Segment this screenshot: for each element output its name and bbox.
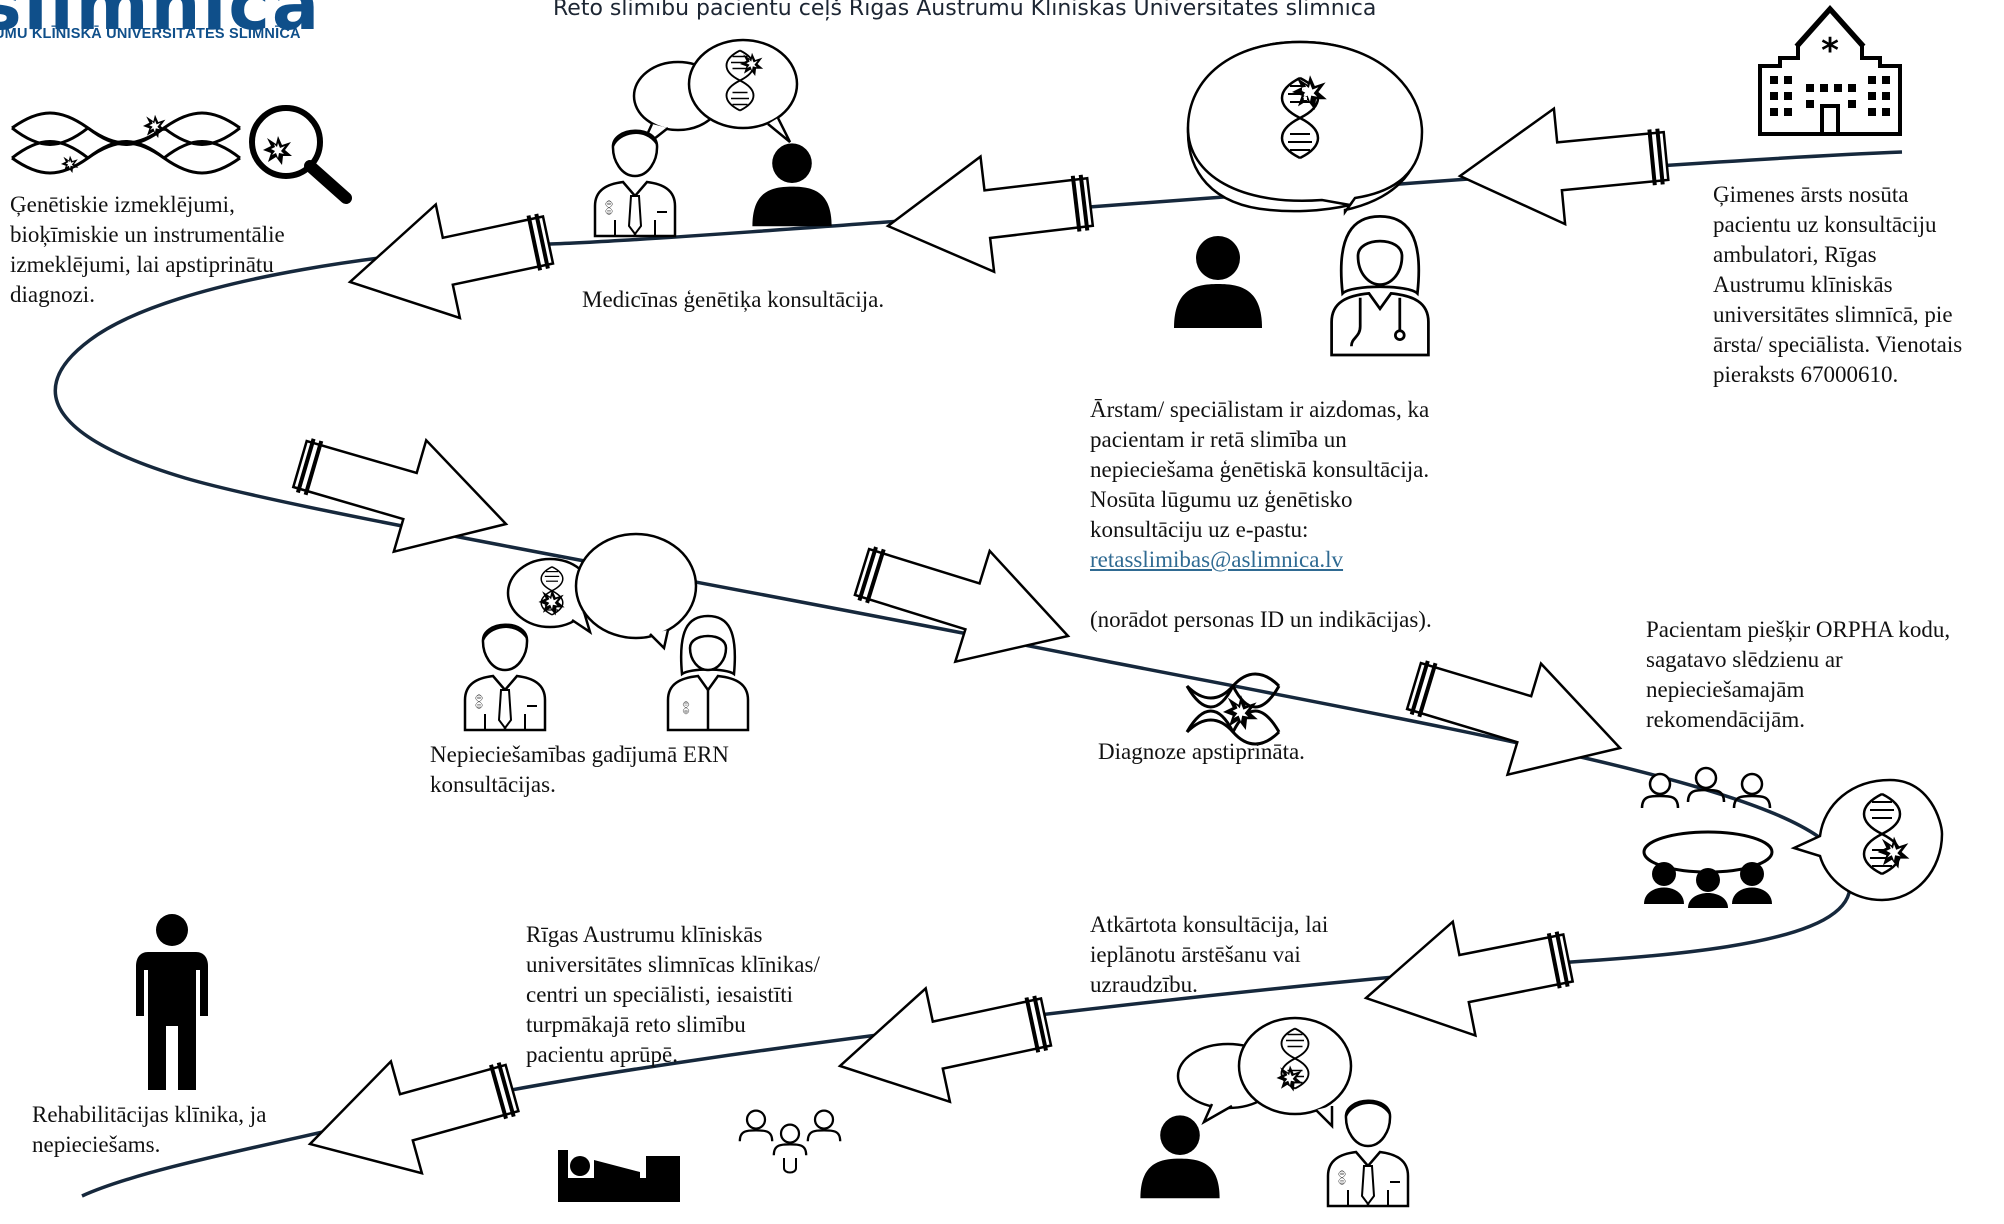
arrow-tail-band [1655,128,1665,185]
arrow-tail-band [1024,997,1041,1053]
dna-magnifier-icon [11,105,352,204]
pathway-arrow [1405,661,1623,777]
step-specialist-text: Ārstam/ speciālistam ir aizdomas, ka pac… [1090,365,1432,665]
arrow-tail-band [857,546,878,602]
step-ern-text: Nepieciešamības gadījumā ERN konsultācij… [430,742,729,797]
step-diagnosis-text: Diagnoze apstiprināta. [1098,739,1305,764]
step-rehab-text: Rehabilitācijas klīnika, ja nepieciešams… [32,1102,267,1157]
female-doctor-icon [1330,215,1430,357]
care-team-icon [738,1109,842,1174]
pathway-arrow [347,202,555,320]
arrow-tail-band [303,440,324,496]
pathway-arrow [837,986,1053,1104]
arrow-tail-band [295,438,316,494]
step-family-doctor-text: Ģimenes ārsts nosūta pacientu uz konsult… [1713,182,1963,387]
pathway-arrow [291,437,509,554]
team-meeting-icon [1640,766,1774,908]
pathway-arrow [1363,919,1575,1038]
diagram-title: Reto slimību pacientu ceļš Rīgas Austrum… [553,0,1377,21]
specialist-note: (norādot personas ID un indikācijas). [1090,607,1432,632]
standing-person-icon [136,914,208,1090]
step-investigations-text: Ģenētiskie izmeklējumi, bioķīmiskie un i… [10,192,285,307]
pathway-arrow [1457,106,1670,227]
patient-silhouette-icon [1174,236,1262,328]
hospital-icon: * [1758,5,1902,136]
svg-text:*: * [1821,31,1839,71]
dna-speech-icon [1790,778,1944,902]
step-repeat-consult-text: Atkārtota konsultācija, lai ieplānotu ār… [1090,912,1329,997]
dna-question-speech-icon: ? [1186,40,1424,216]
arrow-tail-band [1546,932,1562,989]
patient-doctor-speech-icon [1140,1016,1408,1206]
hospital-logo-subtitle: UMU KLĪNISKĀ UNIVERSITĀTES SLIMNĪCA [0,26,301,42]
arrow-tail-band [1417,662,1438,718]
hospital-bed-icon [558,1150,680,1202]
arrow-tail-band [526,215,543,271]
arrow-tail-band [1070,175,1082,232]
hospital-logo-text: slimnīca [0,0,322,46]
arrow-tail-band [496,1062,516,1118]
arrow-tail-band [1032,995,1048,1052]
pathway-arrow [853,547,1071,664]
step-clinics-text: Rīgas Austrumu klīniskās universitātes s… [526,922,820,1067]
doctor-patient-speech-icon [595,38,832,236]
dna-mutation-icon [1185,672,1281,746]
arrow-tail-band [1647,129,1657,186]
arrow-tail-band [534,213,550,270]
arrow-tail-band [489,1064,508,1120]
doctors-consultation-icon [465,532,748,730]
email-link[interactable]: retasslimibas@aslimnica.lv [1090,547,1344,572]
pathway-arrow [885,154,1095,274]
specialist-description: Ārstam/ speciālistam ir aizdomas, ka pac… [1090,397,1430,542]
step-orpha-text: Pacientam piešķir ORPHA kodu, sagatavo s… [1646,617,1951,732]
svg-text:?: ? [1301,84,1311,105]
arrow-tail-band [1409,660,1430,716]
step-genetics-consult-text: Medicīnas ģenētiķa konsultācija. [582,287,885,312]
arrow-tail-band [865,548,886,604]
arrow-tail-band [1078,174,1090,231]
pathway-arrow [307,1058,520,1175]
arrow-tail-band [1554,931,1570,987]
